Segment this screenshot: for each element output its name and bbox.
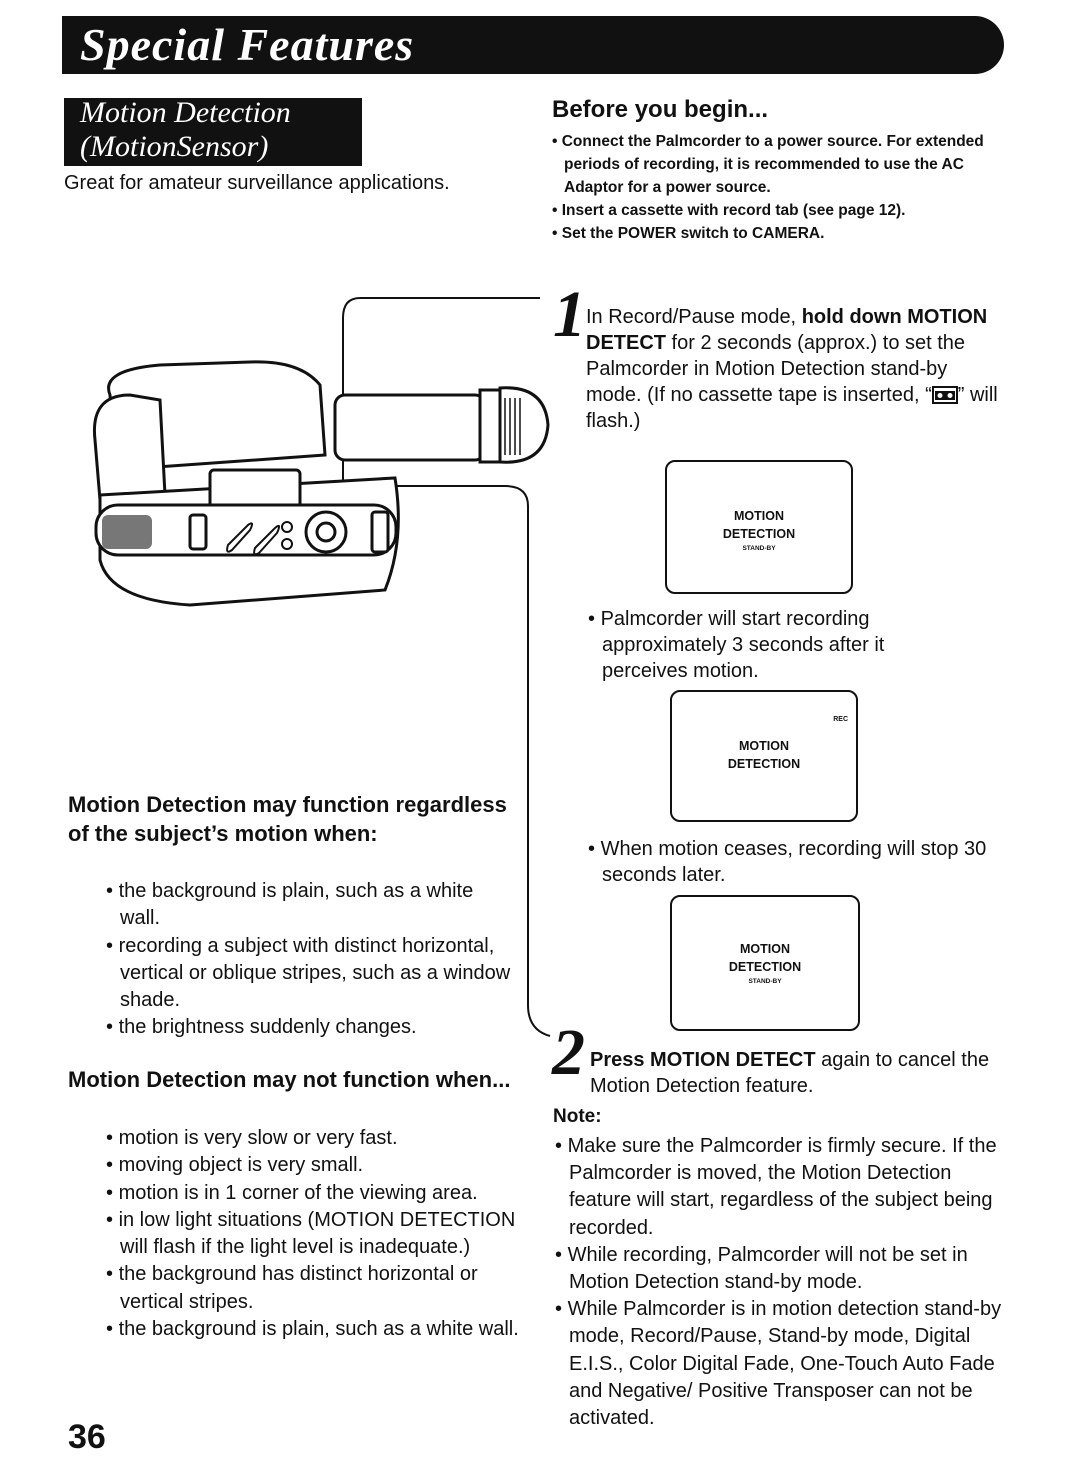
bullet-motion-ceases: • When motion ceases, recording will sto…: [588, 838, 987, 886]
may-function-list: • the background is plain, such as a whi…: [106, 878, 516, 1042]
list-item: • motion is in 1 corner of the viewing a…: [106, 1181, 478, 1204]
list-item: • motion is very slow or very fast.: [106, 1127, 398, 1149]
section-title-line2: (MotionSensor): [80, 130, 269, 163]
page-number: 36: [68, 1418, 106, 1456]
list-item: • Insert a cassette with record tab (see…: [552, 202, 906, 219]
section-intro: Great for amateur surveillance applicati…: [64, 172, 450, 194]
page-title: Special Features: [80, 19, 415, 70]
list-item: • Set the POWER switch to CAMERA.: [552, 225, 825, 242]
screen-text: STAND-BY: [748, 978, 782, 985]
screen-text: DETECTION: [722, 527, 796, 541]
section-title-line1: Motion Detection: [80, 96, 291, 129]
before-begin-title: Before you begin...: [552, 96, 769, 123]
list-item: • the background has distinct horizontal…: [106, 1263, 478, 1313]
screen-text: MOTION: [740, 942, 790, 956]
list-item: • Make sure the Palmcorder is firmly sec…: [555, 1135, 997, 1239]
list-item: • recording a subject with distinct hori…: [106, 934, 511, 1012]
step-1-text: In Record/Pause mode, hold down MOTION D…: [586, 306, 998, 432]
may-function-title: Motion Detection may function regardless…: [68, 792, 507, 846]
list-item: • While recording, Palmcorder will not b…: [555, 1243, 968, 1294]
list-item: • the background is plain, such as a whi…: [106, 1318, 519, 1341]
header-banner: [62, 16, 1004, 74]
cassette-icon: [931, 386, 958, 404]
rec-indicator: REC: [833, 716, 848, 723]
list-item: • While Palmcorder is in motion detectio…: [555, 1298, 1002, 1430]
lcd-screen-standby-2: MOTION DETECTION STAND-BY: [670, 895, 860, 1031]
screen-text: STAND-BY: [742, 545, 776, 552]
may-not-function-title: Motion Detection may not function when..…: [68, 1067, 511, 1092]
note-title: Note:: [553, 1106, 602, 1127]
list-item: • the background is plain, such as a whi…: [106, 880, 474, 930]
lcd-screen-recording: REC MOTION DETECTION: [670, 690, 858, 822]
step-2-number: 2: [552, 1016, 585, 1089]
list-item: • moving object is very small.: [106, 1154, 364, 1177]
step-2-text: Press MOTION DETECT again to cancel the …: [590, 1049, 990, 1097]
screen-text: MOTION: [739, 739, 789, 753]
before-begin-list: • Connect the Palmcorder to a power sour…: [552, 130, 1022, 245]
lcd-screen-standby: MOTION DETECTION STAND-BY: [665, 460, 853, 594]
step-1-number: 1: [553, 278, 586, 351]
screen-text: DETECTION: [728, 960, 802, 974]
screen-text: MOTION: [734, 509, 784, 523]
list-item: • the brightness suddenly changes.: [106, 1016, 417, 1039]
note-list: • Make sure the Palmcorder is firmly sec…: [555, 1133, 1015, 1432]
screen-text: DETECTION: [727, 757, 801, 771]
section-title-box: Motion Detection (MotionSensor): [64, 96, 362, 166]
list-item: • Connect the Palmcorder to a power sour…: [552, 133, 984, 196]
bullet-start-recording: • Palmcorder will start recording approx…: [588, 608, 885, 682]
may-not-function-list: • motion is very slow or very fast. • mo…: [106, 1125, 526, 1343]
list-item: • in low light situations (MOTION DETECT…: [106, 1208, 516, 1259]
